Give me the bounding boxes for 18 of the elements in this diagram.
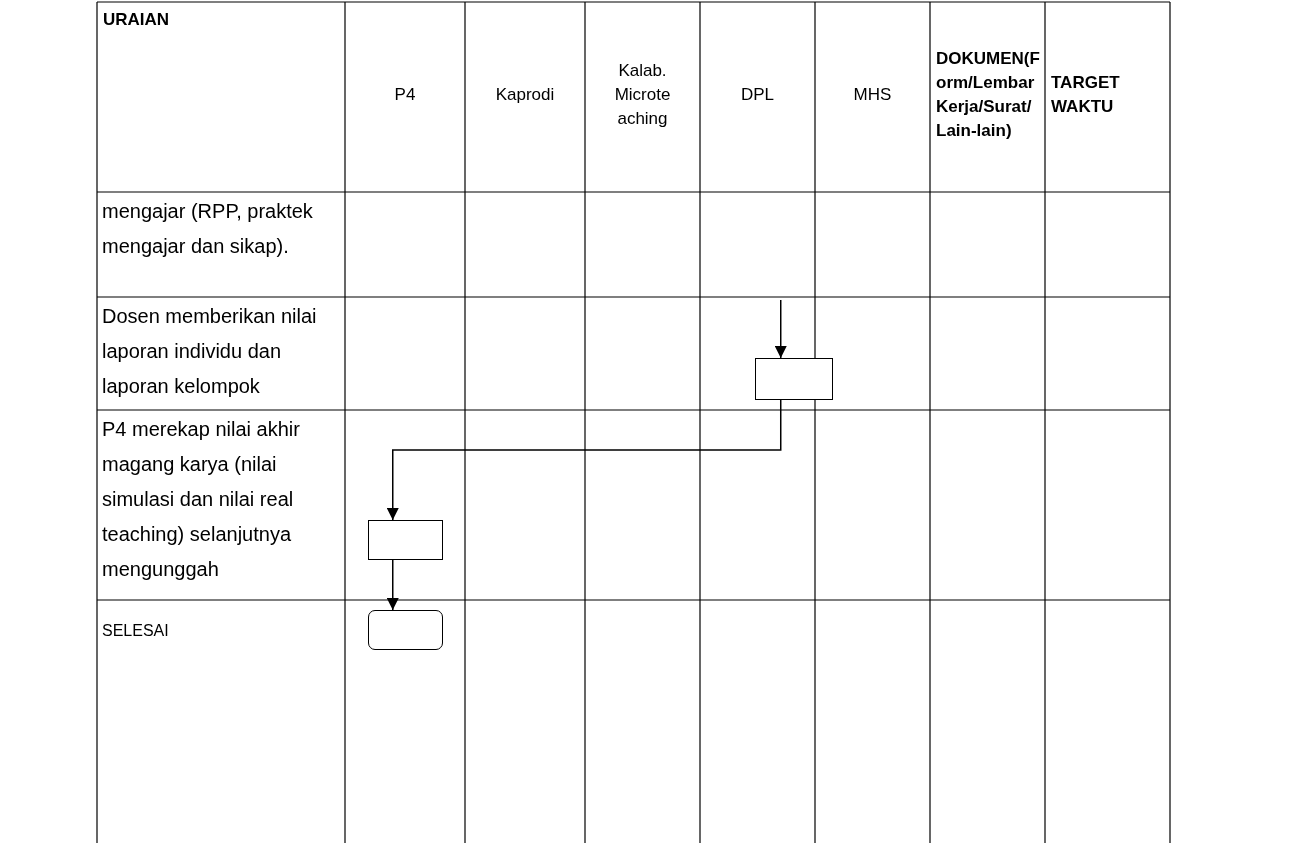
terminator-box [368, 610, 443, 650]
column-header: DPL [739, 84, 776, 106]
step-description: mengajar (RPP, praktek mengajar dan sikap). [102, 199, 314, 259]
arrow [386, 399, 782, 521]
column-header: P4 [393, 84, 417, 106]
process-box [755, 358, 833, 400]
arrow [774, 299, 787, 359]
column-header: URAIAN [103, 9, 171, 31]
step-description: Dosen memberikan nilai laporan individu dan laporan kelompok [102, 304, 318, 399]
column-header: DOKUMEN(F orm/Lembar Kerja/Surat/ Lain-lain) [936, 48, 1039, 142]
column-header: Kaprodi [494, 84, 556, 106]
step-description: P4 merekap nilai akhir magang karya (nilai simulasi dan nilai real teaching) selanjutnya mengunggah [102, 417, 301, 582]
arrow [386, 559, 399, 611]
column-header: MHS [852, 84, 893, 106]
column-header: Kalab. Microte aching [613, 60, 672, 130]
column-header: TARGET WAKTU [1051, 72, 1121, 118]
step-description: SELESAI [102, 621, 170, 641]
process-box [368, 520, 443, 560]
